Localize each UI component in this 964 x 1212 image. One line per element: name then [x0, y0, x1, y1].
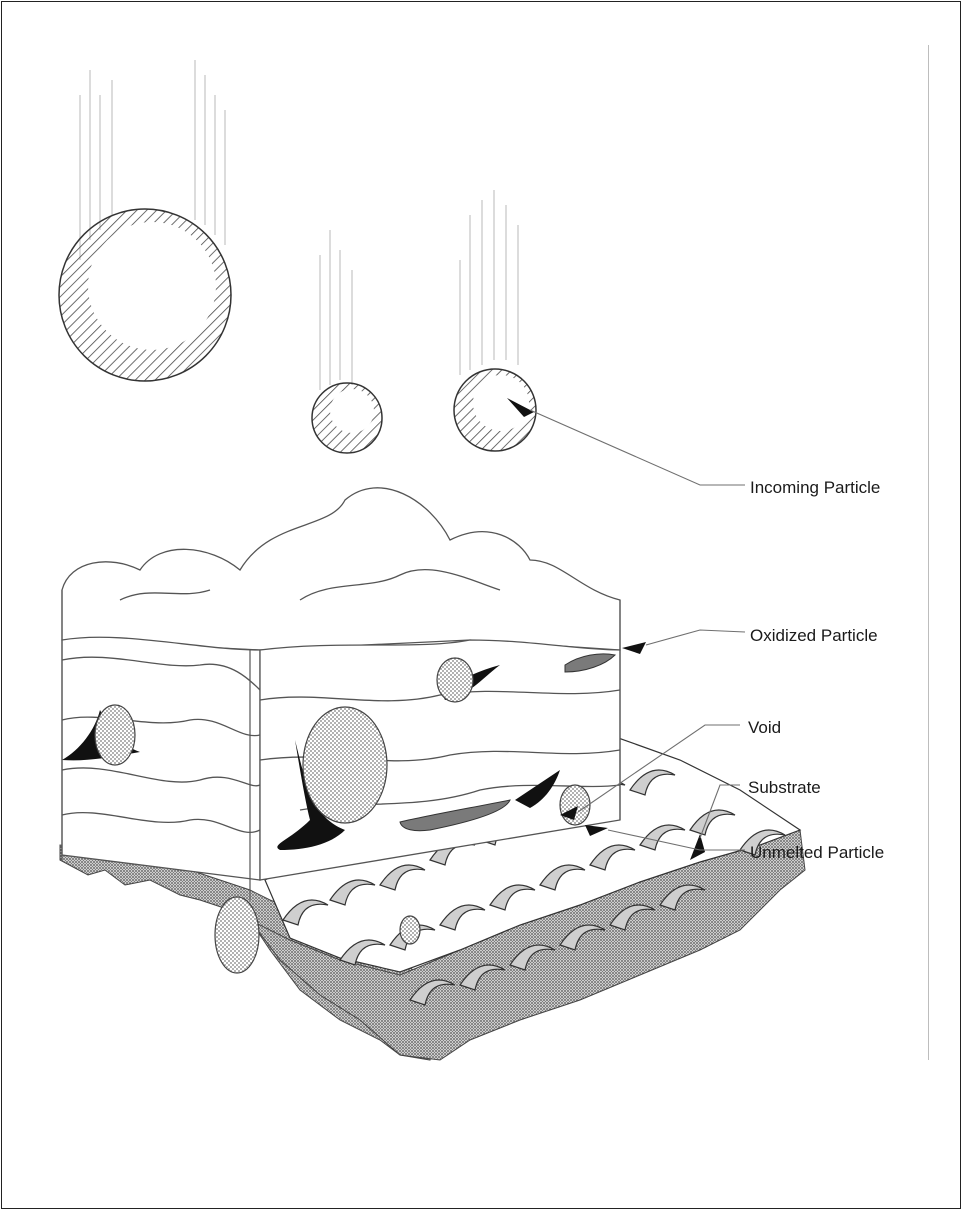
label-unmelted-particle: Unmelted Particle: [750, 843, 884, 863]
label-incoming-particle: Incoming Particle: [750, 478, 880, 498]
incoming-particles: [59, 209, 536, 453]
label-substrate: Substrate: [748, 778, 821, 798]
label-void: Void: [748, 718, 781, 738]
label-oxidized-particle: Oxidized Particle: [750, 626, 878, 646]
top-surface: [62, 488, 620, 650]
